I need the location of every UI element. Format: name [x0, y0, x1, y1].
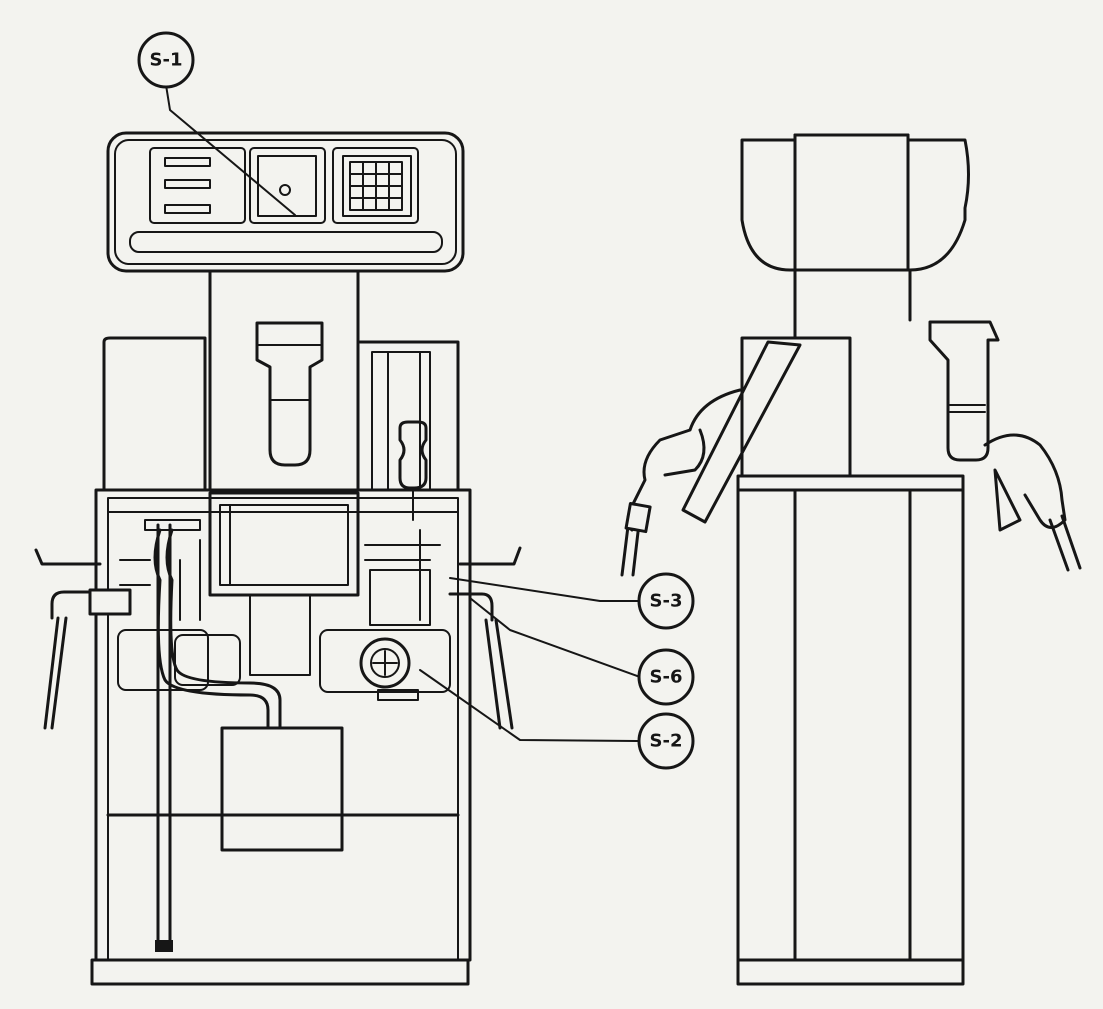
electronics-box	[208, 491, 360, 676]
callout-s2-label: S-2	[650, 731, 683, 752]
callout-s6: S-6	[637, 648, 695, 706]
side-left-nozzle	[620, 340, 802, 577]
nozzle-holster	[255, 321, 324, 467]
side-holster	[928, 320, 1000, 462]
keypad-panel	[332, 147, 419, 224]
callout-s2: S-2	[637, 712, 695, 770]
right-hose-nozzle	[448, 546, 522, 730]
display-head	[106, 131, 465, 273]
callout-s1: S-1	[137, 31, 195, 89]
display-slot	[129, 231, 443, 253]
callout-s6-label: S-6	[650, 667, 683, 688]
keypad-grid	[349, 161, 403, 211]
side-base	[736, 958, 965, 986]
right-pump-assembly	[319, 529, 451, 701]
side-head	[740, 133, 970, 272]
left-side-panel	[102, 336, 207, 492]
front-lower-cabinet	[90, 488, 472, 986]
meter-window	[249, 147, 326, 224]
front-view-dispenser	[34, 131, 522, 986]
callout-s1-label: S-1	[150, 50, 183, 71]
front-base	[90, 958, 470, 986]
callout-s3: S-3	[637, 572, 695, 630]
callout-leaders	[165, 84, 641, 742]
side-cabinet	[736, 488, 965, 962]
center-column	[208, 270, 360, 492]
side-right-nozzle	[983, 433, 1082, 572]
meter-dial-icon	[279, 184, 291, 196]
left-pump-assembly	[117, 519, 282, 952]
filter-box	[220, 726, 344, 852]
right-meter-column	[358, 340, 460, 521]
left-hose-nozzle	[34, 548, 132, 730]
price-display-panel	[149, 147, 246, 224]
side-view-dispenser	[620, 133, 1082, 986]
pump-motor	[359, 637, 411, 689]
callout-s3-label: S-3	[650, 591, 683, 612]
